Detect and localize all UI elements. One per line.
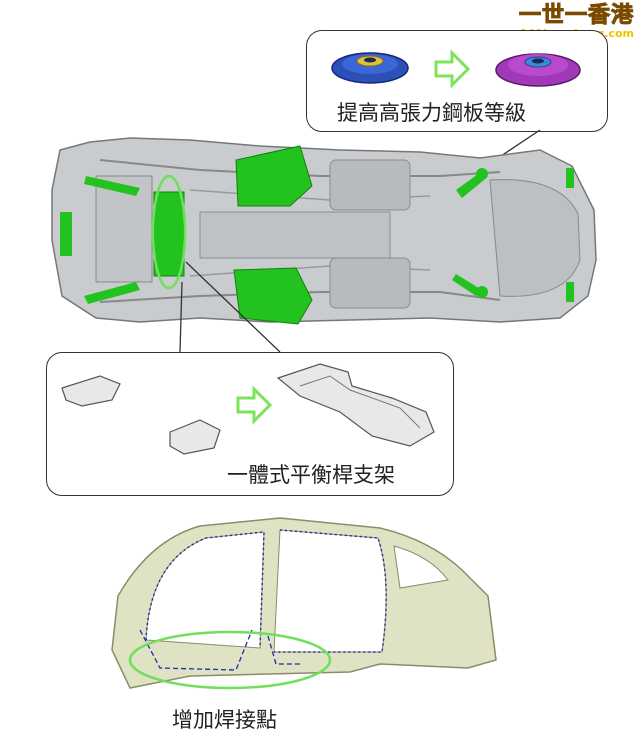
blue-strut-mount-part	[331, 52, 409, 84]
crossmember-highlight-ellipse	[151, 174, 187, 290]
separate-bracket-parts	[61, 375, 221, 455]
welds-caption: 增加焊接點	[172, 708, 277, 732]
purple-strut-mount-part	[495, 53, 581, 87]
upgrade-arrow-icon-1	[434, 49, 471, 89]
crossmember-caption: 一體式平衡桿支架	[227, 463, 395, 487]
watermark-main-text: 一世一香港	[518, 3, 634, 28]
weld-points-highlight-ellipse	[128, 630, 332, 690]
side-body-frame	[111, 517, 497, 690]
one-piece-crossmember-part	[276, 363, 435, 447]
crossmember-leader-left	[179, 281, 183, 353]
chassis-top-view	[51, 137, 597, 325]
crossmember-leader-right	[185, 261, 281, 353]
steel-grade-caption: 提高高張力鋼板等級	[337, 101, 526, 125]
upgrade-arrow-icon-2	[236, 385, 273, 425]
